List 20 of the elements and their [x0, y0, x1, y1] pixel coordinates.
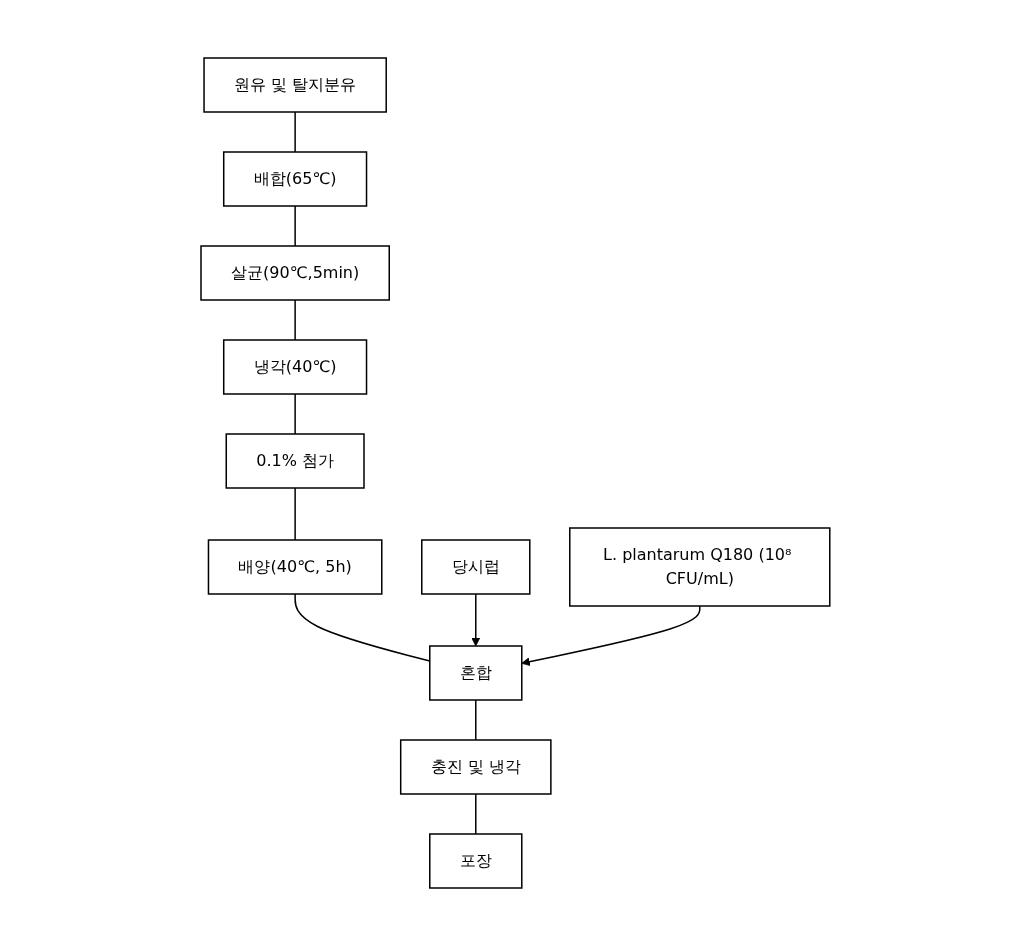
connector — [294, 487, 296, 541]
node-box: 냉각(40℃) — [223, 339, 368, 395]
connector — [475, 793, 477, 835]
node-box: L. plantarum Q180 (10⁸ CFU/mL) — [569, 527, 831, 607]
connector — [294, 299, 296, 341]
connector — [294, 205, 296, 247]
node-box: 살균(90℃,5min) — [200, 245, 391, 301]
node-box: 충진 및 냉각 — [400, 739, 552, 795]
arrow — [521, 605, 701, 666]
connector — [294, 111, 296, 153]
node-box: 포장 — [429, 833, 523, 889]
arrow — [471, 593, 481, 647]
node-box: 배양(40℃, 5h) — [207, 539, 383, 595]
node-box: 배합(65℃) — [223, 151, 368, 207]
connector — [475, 699, 477, 741]
node-box: 0.1% 첨가 — [225, 433, 365, 489]
node-box: 혼합 — [429, 645, 523, 701]
node-box: 당시럽 — [421, 539, 531, 595]
node-box: 원유 및 탈지분유 — [203, 57, 388, 113]
connector — [294, 393, 296, 435]
